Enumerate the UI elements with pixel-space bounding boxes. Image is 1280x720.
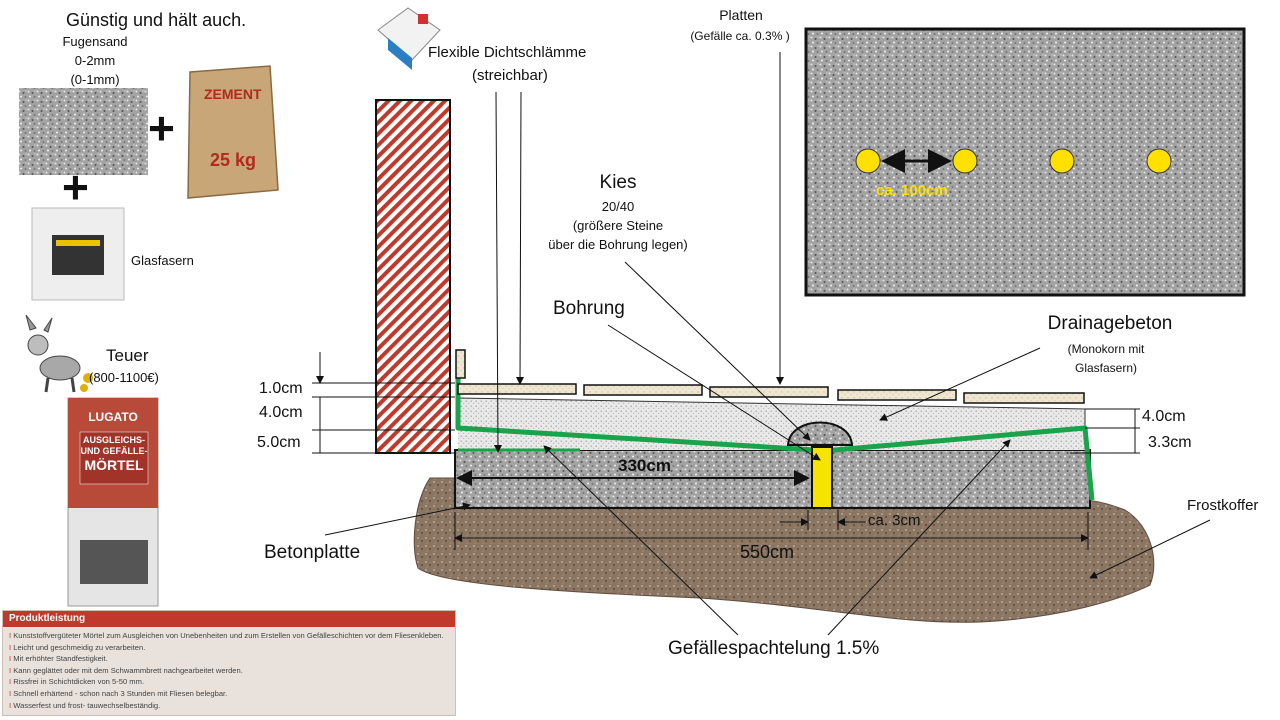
- plus-sign-2: +: [62, 161, 89, 213]
- drain-dot: [855, 148, 881, 174]
- fugensand-label: Fugensand: [62, 34, 128, 49]
- brick-wall: [375, 99, 451, 454]
- lugato-bag-image: [67, 397, 159, 607]
- glasfasern-bag-image: [31, 207, 125, 301]
- lugato-line1: AUSGLEICHS-: [82, 435, 145, 445]
- dim-550-label: 550cm: [740, 542, 795, 562]
- gefaellespachtelung-label: Gefällespachtelung 1.5%: [668, 638, 880, 659]
- list-item: Schnell erhärtend - schon nach 3 Stunden…: [9, 688, 455, 700]
- bohrung-label: Bohrung: [553, 298, 625, 319]
- lugato-brand: LUGATO: [88, 410, 138, 424]
- frostkoffer-label: Frostkoffer: [1187, 497, 1259, 514]
- list-item: Wasserfest und frost- tauwechselbeständi…: [9, 700, 455, 712]
- glasfasern-label: Glasfasern: [131, 253, 194, 268]
- kies-note1: (größere Steine: [572, 218, 664, 233]
- list-item: Rissfrei in Schichtdicken von 5-50 mm.: [9, 676, 455, 688]
- tile: [457, 383, 577, 395]
- plan-spacing-label: ca. 100cm: [876, 182, 948, 199]
- list-item: Mit erhöhter Standfestigkeit.: [9, 653, 455, 665]
- platten-label: Platten: [719, 7, 763, 23]
- product-info-box: Produktleistung Kunststoffvergüteter Mör…: [2, 610, 456, 716]
- drain-dot: [1049, 148, 1075, 174]
- tile: [963, 392, 1085, 404]
- lugato-line2: UND GEFÄLLE-: [80, 446, 148, 456]
- dim-330-label: 330cm: [618, 456, 671, 475]
- tile: [709, 386, 829, 398]
- dim-left-2: 4.0cm: [259, 404, 303, 421]
- product-info-list: Kunststoffvergüteter Mörtel zum Ausgleic…: [3, 630, 455, 711]
- frostkoffer-base: [413, 477, 1155, 623]
- tile: [583, 384, 703, 396]
- fugensand-size1: 0-2mm: [74, 53, 116, 68]
- dim-left-1: 1.0cm: [259, 380, 303, 397]
- teuer-label: Teuer: [106, 346, 149, 365]
- dims-right: [1070, 408, 1140, 454]
- drain-dot: [952, 148, 978, 174]
- left-panel-title: Günstig und hält auch.: [66, 10, 247, 30]
- dim-3-label: ca. 3cm: [868, 512, 921, 529]
- dim-right-1: 4.0cm: [1142, 408, 1186, 425]
- tile: [837, 389, 957, 401]
- dichtschlaemme-bucket-image: [377, 7, 441, 70]
- drainagebeton-label: Drainagebeton: [1047, 313, 1173, 334]
- dichtschlaemme-label: Flexible Dichtschlämme: [428, 44, 587, 61]
- product-info-heading: Produktleistung: [3, 611, 455, 627]
- kies-note2: über die Bohrung legen): [548, 237, 688, 252]
- betonplatte-label: Betonplatte: [264, 542, 361, 563]
- dim-left-3: 5.0cm: [257, 434, 301, 451]
- fugensand-size2: (0-1mm): [70, 72, 120, 87]
- donkey-icon: [25, 314, 93, 393]
- lugato-line3: MÖRTEL: [84, 457, 144, 473]
- dims-left: [312, 352, 455, 454]
- platten-note: (Gefälle ca. 0.3% ): [690, 29, 790, 43]
- fugensand-image: [19, 88, 148, 175]
- leader-lines: [324, 52, 1211, 636]
- zement-brand: ZEMENT: [204, 86, 262, 102]
- kies-label: Kies: [599, 172, 637, 193]
- plus-sign: +: [148, 102, 175, 154]
- zement-weight: 25 kg: [210, 150, 257, 170]
- drain-dot: [1146, 148, 1172, 174]
- drainagebeton-note1: (Monokorn mit: [1067, 342, 1145, 356]
- dim-right-2: 3.3cm: [1148, 434, 1192, 451]
- drainagebeton-note2: Glasfasern): [1074, 361, 1138, 375]
- kies-size: 20/40: [601, 199, 635, 214]
- list-item: Kunststoffvergüteter Mörtel zum Ausgleic…: [9, 630, 455, 642]
- list-item: Kann geglättet oder mit dem Schwammbrett…: [9, 665, 455, 677]
- zement-sack-image: [187, 65, 279, 199]
- list-item: Leicht und geschmeidig zu verarbeiten.: [9, 642, 455, 654]
- dichtschlaemme-note: (streichbar): [472, 67, 548, 84]
- bohrung-drain: [811, 446, 833, 509]
- teuer-price: (800-1100€): [89, 370, 159, 385]
- edge-strip: [455, 349, 466, 379]
